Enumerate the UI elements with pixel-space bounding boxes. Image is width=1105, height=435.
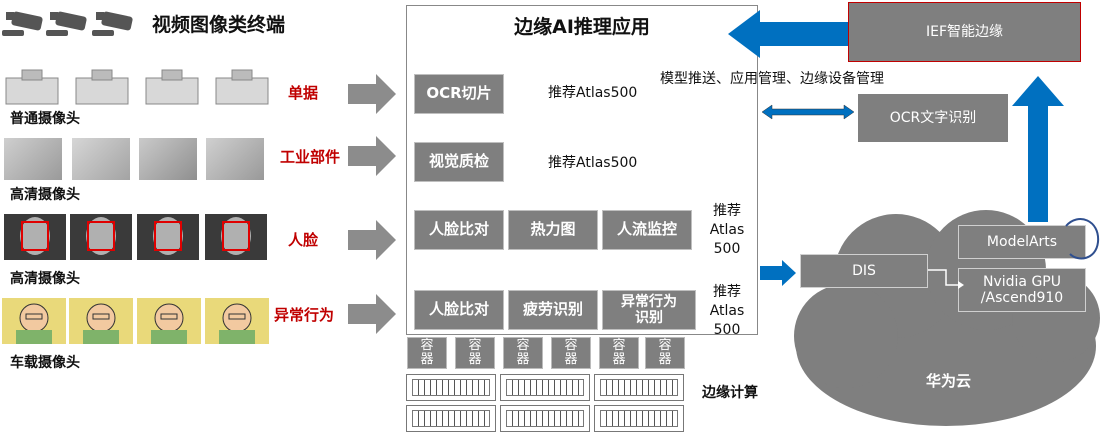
gpu-ascend-box[interactable]: Nvidia GPU /Ascend910 xyxy=(958,268,1086,312)
module-crowd-monitor[interactable]: 人流监控 xyxy=(602,210,692,250)
bidirectional-arrow-ocr xyxy=(761,104,855,120)
recommend-atlas500-row1: 推荐Atlas500 xyxy=(548,85,638,101)
edge-server-rack xyxy=(406,405,496,432)
camera-label-normal: 普通摄像头 xyxy=(10,111,80,127)
blue-arrow-ief-to-edge xyxy=(728,10,848,58)
input-arrows xyxy=(348,74,396,334)
camera-label-hd-1: 高清摄像头 xyxy=(10,187,80,203)
edge-server-rack xyxy=(594,405,684,432)
huawei-cloud-label: 华为云 xyxy=(926,372,972,390)
module-ocr-slice[interactable]: OCR切片 xyxy=(414,74,504,114)
push-management-label: 模型推送、应用管理、边缘设备管理 xyxy=(660,71,884,87)
recommend-atlas500-row2: 推荐Atlas500 xyxy=(548,155,638,171)
blue-arrow-edge-to-dis xyxy=(760,260,796,286)
blue-arrow-cloud-to-ief xyxy=(1012,76,1064,222)
module-heatmap[interactable]: 热力图 xyxy=(508,210,598,250)
edge-computing-label: 边缘计算 xyxy=(702,385,758,401)
industrial-part-image xyxy=(72,138,130,180)
container-chip: 容 器 xyxy=(503,337,543,369)
container-chip: 容 器 xyxy=(455,337,495,369)
category-label-documents: 单据 xyxy=(288,84,319,102)
module-face-compare[interactable]: 人脸比对 xyxy=(414,210,504,250)
recommend-atlas500-row3: 推荐 Atlas 500 xyxy=(709,203,745,257)
terminal-title: 视频图像类终端 xyxy=(152,14,286,36)
module-fatigue-detection[interactable]: 疲劳识别 xyxy=(508,290,598,330)
module-abnormal-behavior[interactable]: 异常行为 识别 xyxy=(602,290,696,330)
category-label-face: 人脸 xyxy=(288,231,319,249)
modelarts-box[interactable]: ModelArts xyxy=(958,225,1086,259)
box-camera-thumbnails xyxy=(5,69,269,105)
face-detection-thumbnails xyxy=(4,214,267,260)
container-chip: 容 器 xyxy=(645,337,685,369)
cctv-camera-icons xyxy=(2,11,133,36)
container-chip: 容 器 xyxy=(599,337,639,369)
edge-server-rack xyxy=(594,374,684,401)
driver-behavior-thumbnails xyxy=(2,298,269,344)
module-face-compare-2[interactable]: 人脸比对 xyxy=(414,290,504,330)
camera-label-hd-2: 高清摄像头 xyxy=(10,271,80,287)
industrial-part-image xyxy=(206,138,264,180)
ocr-text-recognition-box[interactable]: OCR文字识别 xyxy=(858,94,1008,142)
camera-label-vehicle: 车载摄像头 xyxy=(10,355,80,371)
dis-box[interactable]: DIS xyxy=(800,254,928,288)
recommend-atlas500-row4: 推荐 Atlas 500 xyxy=(709,284,745,338)
edge-ai-app-title: 边缘AI推理应用 xyxy=(514,16,650,38)
container-chip: 容 器 xyxy=(551,337,591,369)
module-visual-inspection[interactable]: 视觉质检 xyxy=(414,142,504,182)
edge-server-rack xyxy=(500,374,590,401)
category-label-industrial: 工业部件 xyxy=(280,148,341,166)
industrial-part-image xyxy=(139,138,197,180)
industrial-part-image xyxy=(4,138,62,180)
edge-server-rack xyxy=(500,405,590,432)
edge-server-rack xyxy=(406,374,496,401)
cloud-connectors xyxy=(928,218,1100,289)
ief-smart-edge-box[interactable]: IEF智能边缘 xyxy=(848,2,1081,62)
category-label-abnormal: 异常行为 xyxy=(274,306,335,324)
container-chip: 容 器 xyxy=(407,337,447,369)
